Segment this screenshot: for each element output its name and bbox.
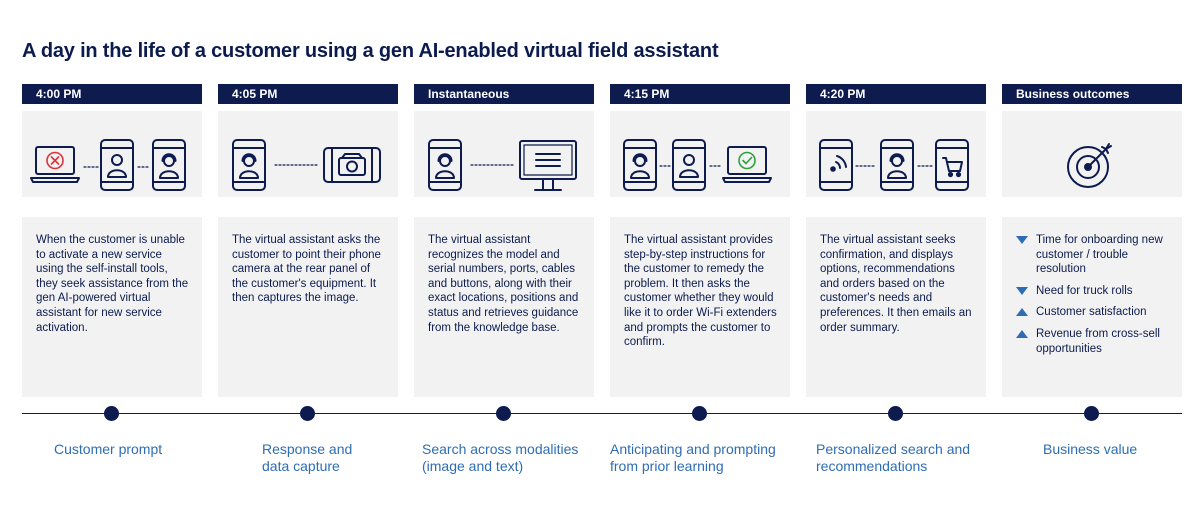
step-description: When the customer is unable to activate … <box>22 217 202 397</box>
phone-agent-icon <box>428 139 462 191</box>
laptop-error-icon <box>30 146 80 183</box>
step-icon-panel <box>1002 111 1182 197</box>
step-column-1: 4:00 PM W <box>22 84 202 397</box>
outcome-item: Need for truck rolls <box>1016 284 1172 299</box>
timeline-line <box>22 413 1182 414</box>
decrease-arrow-icon <box>1016 236 1028 244</box>
step-column-5: 4:20 PM <box>806 84 986 397</box>
outcome-text: Customer satisfaction <box>1036 306 1147 319</box>
step-column-4: 4:15 PM T <box>610 84 790 397</box>
step-icon-panel <box>22 111 202 197</box>
step-column-2: 4:05 PM The virtual assistant asks the c… <box>218 84 398 397</box>
step-header: Business outcomes <box>1002 84 1182 104</box>
target-icon <box>1067 143 1112 188</box>
stage-label: Customer prompt <box>54 441 163 457</box>
timeline-dot <box>496 406 511 421</box>
phone-agent-icon <box>880 139 914 191</box>
timeline-dot <box>692 406 707 421</box>
outcome-text: Need for truck rolls <box>1036 284 1133 297</box>
outcome-item: Time for onboarding new customer / troub… <box>1016 233 1172 277</box>
phone-user-icon <box>100 139 134 191</box>
phone-agent-icon <box>623 139 657 191</box>
step-icon-panel <box>218 111 398 197</box>
outcome-item: Revenue from cross-sell opportunities <box>1016 327 1172 356</box>
timeline-dot <box>1084 406 1099 421</box>
phone-camera-icon <box>323 147 381 183</box>
laptop-check-icon <box>722 146 772 183</box>
stage-label: Personalized search and recommendations <box>816 441 971 474</box>
step-description: The virtual assistant recognizes the mod… <box>414 217 594 397</box>
step-description: The virtual assistant provides step-by-s… <box>610 217 790 397</box>
phone-agent-icon <box>232 139 266 191</box>
phone-cart-icon <box>935 139 969 191</box>
outcome-text: Revenue from cross-sell opportunities <box>1036 327 1160 355</box>
decrease-arrow-icon <box>1016 286 1028 295</box>
timeline-dot <box>888 406 903 421</box>
monitor-icon <box>519 140 577 191</box>
page-title: A day in the life of a customer using a … <box>22 40 719 62</box>
outcomes-panel: Time for onboarding new customer / troub… <box>1002 217 1182 397</box>
stage-label: Anticipating and prompting from prior le… <box>610 441 776 474</box>
step-description: The virtual assistant asks the customer … <box>218 217 398 397</box>
step-header: 4:00 PM <box>22 84 202 104</box>
step-icon-panel <box>414 111 594 197</box>
phone-signal-icon <box>819 139 853 191</box>
increase-arrow-icon <box>1016 308 1028 317</box>
phone-user-icon <box>672 139 706 191</box>
step-header: 4:20 PM <box>806 84 986 104</box>
phone-agent-icon <box>152 139 186 191</box>
stage-label: Search across modalities (image and text… <box>422 441 579 474</box>
step-header: Instantaneous <box>414 84 594 104</box>
step-description: The virtual assistant seeks confirmation… <box>806 217 986 397</box>
outcomes-list: Time for onboarding new customer / troub… <box>1016 233 1172 356</box>
timeline-dot <box>300 406 315 421</box>
step-icon-panel <box>806 111 986 197</box>
step-icon-panel <box>610 111 790 197</box>
increase-arrow-icon <box>1016 329 1028 338</box>
step-column-6: Business outcomes Time for onboarding ne… <box>1002 84 1182 397</box>
stage-label: Business value <box>1043 441 1138 457</box>
outcome-text: Time for onboarding new customer / troub… <box>1036 234 1163 276</box>
step-header: 4:05 PM <box>218 84 398 104</box>
outcome-item: Customer satisfaction <box>1016 305 1172 320</box>
stage-label: Response and data capture <box>262 441 353 474</box>
step-column-3: Instantaneous The virtual assistant reco… <box>414 84 594 397</box>
timeline-dot <box>104 406 119 421</box>
step-header: 4:15 PM <box>610 84 790 104</box>
